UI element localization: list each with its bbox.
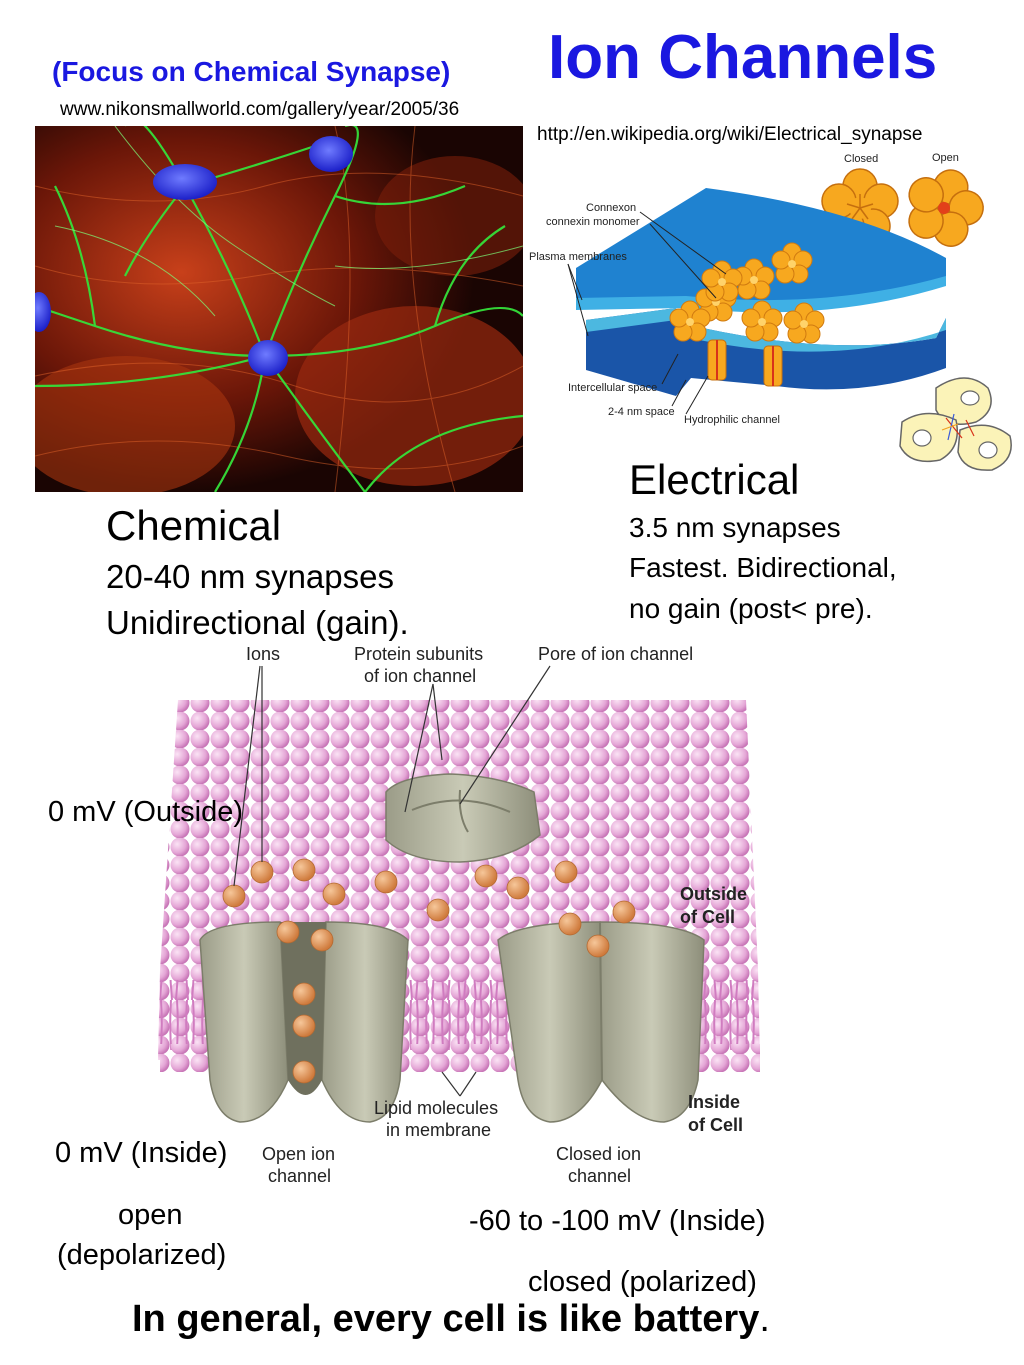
inside-voltage-closed: -60 to -100 mV (Inside) [469, 1205, 766, 1237]
closed-label: Closed [844, 153, 878, 165]
page-title: Ion Channels [548, 23, 938, 92]
open-connexon-icon [908, 169, 984, 247]
plasma-membranes-label: Plasma membranes [529, 251, 627, 263]
ions-label: Ions [246, 644, 280, 664]
open-channel-label-2: channel [268, 1166, 331, 1186]
open-state-label: open [118, 1199, 183, 1231]
chemical-line1: 20-40 nm synapses [106, 558, 394, 595]
wiki-source-url[interactable]: http://en.wikipedia.org/wiki/Electrical_… [537, 124, 923, 145]
chemical-heading: Chemical [106, 502, 282, 549]
neuron-micrograph [35, 126, 523, 492]
outside-voltage: 0 mV (Outside) [48, 796, 243, 828]
lipid-molecules-label-2: in membrane [386, 1120, 491, 1140]
closed-channel-label: Closed ion [556, 1144, 641, 1164]
battery-conclusion-period: . [759, 1298, 770, 1340]
electrical-heading: Electrical [629, 456, 800, 503]
polarized-label: closed (polarized) [528, 1266, 757, 1298]
protein-subunits-label: Protein subunits [354, 644, 483, 664]
electrical-line3: no gain (post< pre). [629, 593, 873, 624]
electrical-line2: Fastest. Bidirectional, [629, 552, 897, 583]
inside-of-cell-label-2: of Cell [688, 1115, 743, 1135]
battery-conclusion: In general, every cell is like battery. [132, 1298, 770, 1341]
open-channel-label: Open ion [262, 1144, 335, 1164]
ion-channel-membrane-diagram: Ions Protein subunits of ion channel Por… [158, 644, 760, 1186]
battery-conclusion-text: In general, every cell is like battery [132, 1298, 760, 1340]
nm-space-label: 2-4 nm space [608, 406, 675, 418]
page-subtitle: (Focus on Chemical Synapse) [52, 56, 451, 87]
hydrophilic-channel-label: Hydrophilic channel [684, 414, 780, 426]
inside-voltage-open: 0 mV (Inside) [55, 1137, 228, 1169]
outside-of-cell-label: Outside [680, 884, 747, 904]
protein-subunits-label-2: of ion channel [364, 666, 476, 686]
intercellular-space-label: Intercellular space [568, 382, 657, 394]
closed-channel-label-2: channel [568, 1166, 631, 1186]
connexon-label: Connexon [586, 202, 636, 214]
open-label: Open [932, 152, 959, 164]
nikon-source-url[interactable]: www.nikonsmallworld.com/gallery/year/200… [60, 99, 460, 120]
electrical-line1: 3.5 nm synapses [629, 512, 841, 543]
depolarized-label: (depolarized) [57, 1239, 227, 1271]
inside-of-cell-label: Inside [688, 1092, 740, 1112]
cell-cluster-icon [899, 377, 1012, 471]
chemical-line2: Unidirectional (gain). [106, 604, 409, 641]
connexin-label: connexin monomer [546, 216, 640, 228]
lipid-molecules-label: Lipid molecules [374, 1098, 498, 1118]
pore-label: Pore of ion channel [538, 644, 693, 664]
electrical-synapse-diagram: Closed Open [529, 152, 1012, 471]
outside-of-cell-label-2: of Cell [680, 907, 735, 927]
